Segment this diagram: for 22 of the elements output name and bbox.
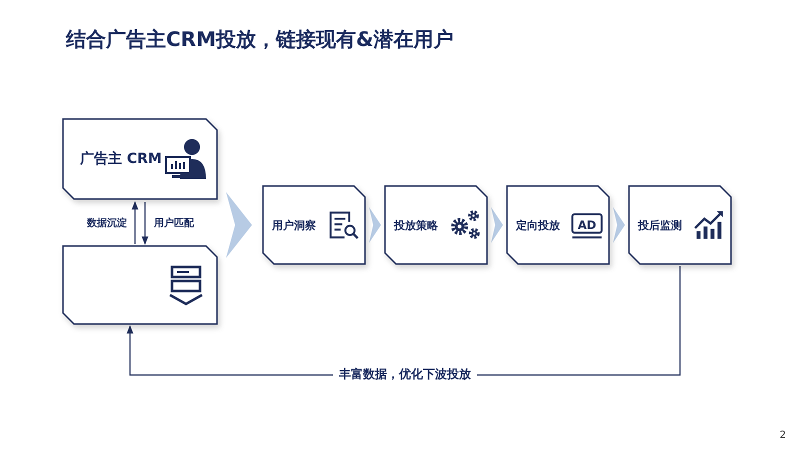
chevron-arrow <box>369 207 381 243</box>
box-label: 广告主 CRM <box>80 150 162 168</box>
process-box <box>384 185 488 265</box>
edge-label: 丰富数据，优化下波投放 <box>333 366 477 383</box>
box-label: 投后监测 <box>638 218 682 233</box>
chevron-arrow <box>491 207 503 243</box>
chevron-arrow <box>226 192 252 258</box>
process-box <box>506 185 610 265</box>
arrow <box>132 201 138 244</box>
edge-label: 用户匹配 <box>152 216 196 230</box>
title: 结合广告主CRM投放，链接现有&潜在用户 <box>66 26 454 53</box>
process-box <box>262 185 366 265</box>
page-number: 2 <box>780 430 786 441</box>
process-box <box>62 245 218 325</box>
box-label: 定向投放 <box>516 218 560 233</box>
process-box <box>62 118 218 200</box>
process-box <box>628 185 732 265</box>
box-label: 投放策略 <box>394 218 438 233</box>
edge-label: 数据沉淀 <box>85 216 129 230</box>
box-label: 用户洞察 <box>272 218 316 233</box>
chevron-arrow <box>613 207 625 243</box>
arrow <box>142 202 148 245</box>
